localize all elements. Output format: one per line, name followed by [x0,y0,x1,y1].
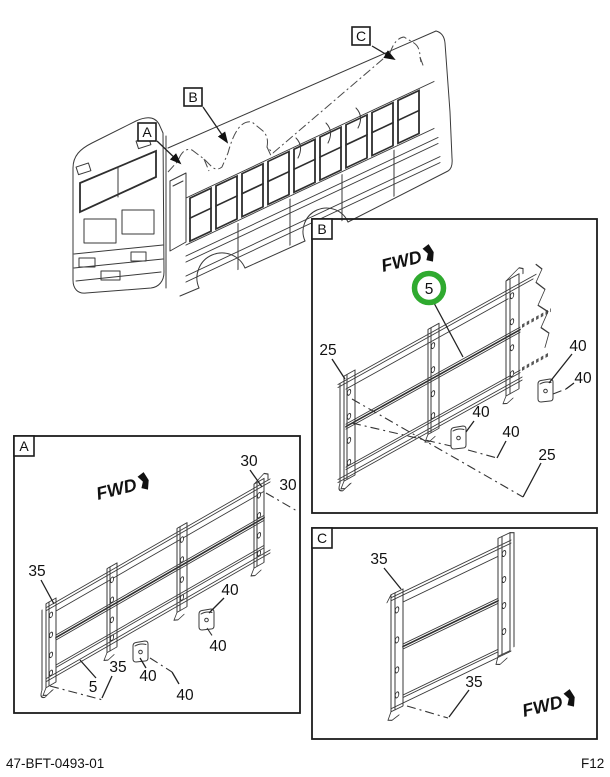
fwd-label: FWD [520,692,565,721]
panel-assembly-b [337,263,551,492]
callout-35: 35 [109,659,126,676]
callout-25: 25 [319,342,336,359]
overview-callout-B: B [183,87,229,144]
callout-35: 35 [370,551,387,568]
callout-40: 40 [569,338,587,355]
overview-tag-c: C [356,28,366,44]
overview-tag-b: B [188,89,197,105]
panel-assembly-c [386,532,515,721]
callout-30: 30 [240,453,258,470]
overview-callout-C: C [351,26,396,60]
fwd-arrow-icon [422,244,434,262]
callout-40: 40 [502,424,520,441]
figure-reference: F12 [581,756,604,771]
overview-tag-a: A [142,124,152,140]
callout-35: 35 [465,674,482,691]
callout-40: 40 [472,404,490,421]
bus-overview-drawing: A B C [72,26,453,297]
detail-a-tag: A [19,438,29,454]
callout-25: 25 [538,447,555,464]
callout-30: 30 [279,477,297,494]
bus-window-band [189,89,420,243]
bus-front [72,117,187,294]
clip-a-2 [198,608,215,631]
detail-view-c: C 35 35 FWD [311,527,598,740]
callout-40: 40 [209,638,227,655]
callout-40: 40 [574,370,592,387]
bus-side [167,30,453,297]
fwd-indicator-a: FWD [94,472,149,504]
document-number: 47-BFT-0493-01 [6,756,104,771]
overview-callout-A: A [137,122,182,165]
panel-assembly-a [40,472,271,699]
fwd-label: FWD [94,475,139,504]
phantom-cut-line [167,36,422,173]
callout-5: 5 [89,679,98,696]
fwd-indicator-c: FWD [520,689,575,721]
detail-view-a: A FWD [13,435,301,714]
callout-40: 40 [221,582,239,599]
callout-35: 35 [28,563,45,580]
callout-40: 40 [176,687,194,704]
clip-b-1 [537,378,554,403]
detail-view-b: B FWD [311,218,598,514]
clip-a-1 [132,640,149,663]
highlight-circle [411,270,447,306]
clip-b-2 [450,425,467,450]
fwd-arrow-icon [137,472,149,490]
fwd-label: FWD [379,247,424,276]
detail-b-tag: B [317,221,326,237]
fwd-arrow-icon [563,689,575,707]
callout-5-highlighted: 5 [425,281,434,298]
detail-c-tag: C [317,530,327,546]
callout-40: 40 [139,668,157,685]
